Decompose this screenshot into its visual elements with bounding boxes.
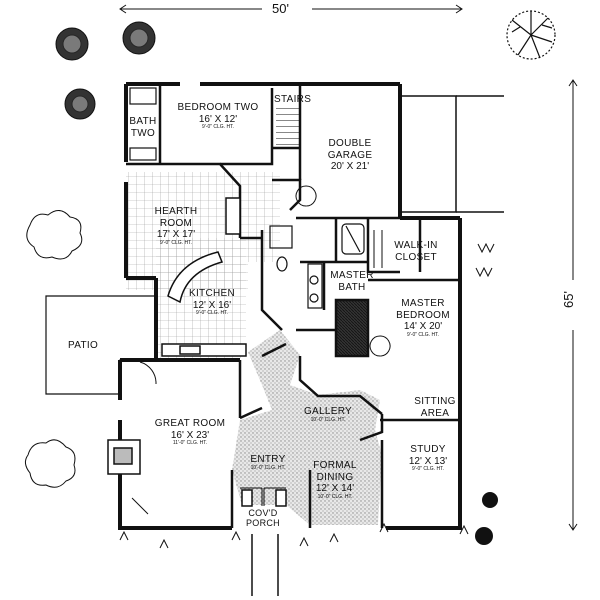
room-size: 14' X 20': [403, 321, 443, 332]
fireplace-icon: [107, 197, 241, 475]
depth-dimension-line: [568, 79, 578, 531]
doors: [131, 185, 391, 515]
room-walk-in-closet: WALK-IN CLOSET: [384, 240, 448, 263]
room-size: 16' X 12': [198, 113, 238, 125]
room-formal-dining: FORMAL DINING 12' X 14' 10'-0" CLG. HT.: [302, 460, 368, 500]
width-dimension-line: [119, 4, 463, 14]
gallery-stipple-floor: [232, 330, 382, 525]
room-name: SITTING AREA: [414, 396, 456, 419]
room-name: BEDROOM TWO: [177, 102, 259, 113]
ceiling-height: 10'-0" CLG. HT.: [317, 493, 353, 500]
bush-icon: [24, 210, 83, 488]
room-stairs: STAIRS: [274, 94, 311, 106]
room-name: GALLERY: [303, 406, 353, 417]
room-gallery: GALLERY 10'-0" CLG. HT.: [296, 406, 360, 423]
room-name: MASTER BATH: [330, 270, 374, 293]
room-double-garage: DOUBLE GARAGE 20' X 21': [312, 138, 388, 173]
porch-columns: [241, 489, 287, 596]
tree-icon: [55, 21, 156, 120]
room-size: 20' X 21': [330, 161, 370, 172]
ceiling-height: 11'-0" CLG. HT.: [172, 440, 208, 446]
ceiling-height: 10'-0" CLG. HT.: [250, 464, 286, 471]
bath-tile-floor: [248, 172, 280, 262]
room-bedroom-two: BEDROOM TWO 16' X 12' 9'-0" CLG. HT.: [172, 102, 264, 131]
room-entry: ENTRY 10'-0" CLG. HT.: [244, 454, 292, 471]
ceiling-height: 10'-0" CLG. HT.: [310, 416, 346, 423]
room-name: ENTRY: [250, 454, 286, 465]
closet-rods: [373, 230, 383, 268]
room-name: GREAT ROOM: [154, 418, 226, 429]
room-covd-porch: COV'D PORCH: [238, 508, 288, 529]
room-patio: PATIO: [68, 340, 98, 352]
room-hearth-room: HEARTH ROOM 17' X 17' 9'-0" CLG. HT.: [146, 206, 206, 246]
room-size: 12' X 14': [315, 483, 355, 494]
room-name: WALK-IN CLOSET: [394, 240, 438, 263]
ceiling-height: 9'-0" CLG. HT.: [160, 239, 192, 246]
ceiling-height: 9'-0" CLG. HT.: [196, 310, 228, 316]
ceiling-height: 9'-0" CLG. HT.: [412, 466, 444, 472]
room-name: STUDY: [410, 444, 446, 455]
room-name: COV'D PORCH: [245, 508, 280, 529]
room-name: HEARTH ROOM: [154, 206, 198, 229]
room-kitchen: KITCHEN 12' X 16' 9'-0" CLG. HT.: [180, 288, 244, 317]
room-name: KITCHEN: [189, 288, 235, 299]
room-name: BATH TWO: [129, 116, 157, 139]
stair-well: [336, 300, 368, 356]
ceiling-height: 9'-0" CLG. HT.: [407, 331, 439, 338]
room-name: DOUBLE GARAGE: [327, 138, 373, 161]
room-great-room: GREAT ROOM 16' X 23' 11'-0" CLG. HT.: [150, 418, 230, 447]
ceiling-height: 9'-0" CLG. HT.: [202, 124, 234, 130]
room-master-bedroom: MASTER BEDROOM 14' X 20' 9'-0" CLG. HT.: [386, 298, 460, 338]
overall-width: 50': [272, 1, 289, 16]
room-size: 12' X 16': [192, 299, 232, 311]
shrub-icon: [119, 242, 498, 549]
room-sitting-area: SITTING AREA: [410, 396, 460, 419]
room-bath-two: BATH TWO: [127, 116, 159, 139]
stairs-treads: [276, 108, 300, 148]
room-study: STUDY 12' X 13' 9'-0" CLG. HT.: [400, 444, 456, 473]
room-name: FORMAL DINING: [313, 460, 357, 483]
room-size: 17' X 17': [156, 229, 196, 240]
room-name: PATIO: [68, 340, 99, 351]
bath-fixtures: [129, 87, 365, 309]
kitchen-island: [161, 251, 247, 357]
garage-door: [399, 95, 504, 213]
room-size: 16' X 23': [170, 429, 210, 441]
room-size: 12' X 13': [408, 455, 448, 467]
patio-slab: [45, 295, 157, 395]
room-master-bath: MASTER BATH: [328, 270, 376, 293]
overall-depth: 65': [560, 291, 576, 308]
interior-walls: [126, 84, 460, 528]
room-name: STAIRS: [274, 94, 312, 105]
bare-tree-icon: [506, 10, 556, 60]
room-name: MASTER BEDROOM: [396, 298, 450, 321]
